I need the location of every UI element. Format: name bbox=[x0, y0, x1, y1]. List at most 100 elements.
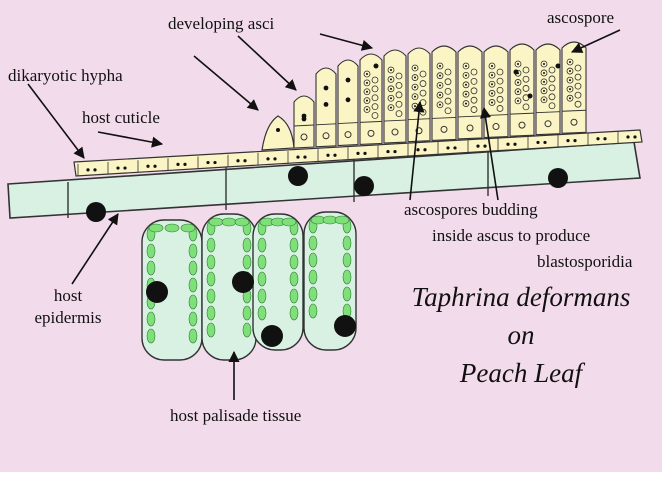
chloroplast bbox=[243, 238, 251, 252]
chloroplast bbox=[147, 244, 155, 258]
chloroplast bbox=[222, 218, 236, 226]
ascospore-nucleus bbox=[439, 84, 441, 86]
hypha-nucleus bbox=[326, 154, 329, 157]
ascospore-nucleus bbox=[465, 84, 467, 86]
chloroplast bbox=[207, 238, 215, 252]
ascus-nucleus bbox=[346, 97, 351, 102]
hypha-nucleus bbox=[393, 150, 396, 153]
ascospore-nucleus bbox=[390, 97, 392, 99]
hypha-nucleus bbox=[183, 163, 186, 166]
ascospore-nucleus bbox=[569, 88, 571, 90]
label-ascospore: ascospore bbox=[547, 8, 614, 28]
ascospore-nucleus bbox=[414, 67, 416, 69]
label-host-epidermis-line2: epidermis bbox=[24, 308, 112, 328]
ascospore-nucleus bbox=[569, 79, 571, 81]
chloroplast bbox=[189, 278, 197, 292]
label-host-palisade-tissue: host palisade tissue bbox=[170, 406, 301, 426]
chloroplast bbox=[189, 244, 197, 258]
ascus-nucleus bbox=[528, 94, 533, 99]
ascospore-nucleus bbox=[414, 96, 416, 98]
epidermis-nucleus bbox=[548, 168, 568, 188]
chloroplast bbox=[335, 216, 349, 224]
hypha-nucleus bbox=[303, 155, 306, 158]
chloroplast bbox=[147, 312, 155, 326]
epidermis-nucleus bbox=[354, 176, 374, 196]
hypha-nucleus bbox=[176, 163, 179, 166]
ascus-nucleus bbox=[276, 128, 280, 132]
chloroplast bbox=[243, 255, 251, 269]
hypha-nucleus bbox=[536, 141, 539, 144]
ascospore-nucleus bbox=[414, 86, 416, 88]
ascospore-nucleus bbox=[569, 61, 571, 63]
ascus bbox=[316, 68, 336, 147]
ascospore-nucleus bbox=[390, 88, 392, 90]
bottom-margin bbox=[0, 472, 662, 497]
palisade-nucleus bbox=[334, 315, 356, 337]
ascospore-nucleus bbox=[439, 75, 441, 77]
ascospore-nucleus bbox=[491, 83, 493, 85]
hypha-nucleus bbox=[386, 150, 389, 153]
chloroplast bbox=[207, 306, 215, 320]
ascus-nucleus bbox=[346, 78, 351, 83]
chloroplast bbox=[207, 255, 215, 269]
hypha-nucleus bbox=[213, 161, 216, 164]
hypha-nucleus bbox=[603, 137, 606, 140]
hypha-nucleus bbox=[483, 144, 486, 147]
hypha-nucleus bbox=[123, 166, 126, 169]
ascus-nucleus bbox=[302, 117, 307, 122]
hypha-nucleus bbox=[116, 166, 119, 169]
chloroplast bbox=[189, 329, 197, 343]
title-line-3: Peach Leaf bbox=[380, 358, 662, 390]
chloroplast bbox=[258, 255, 266, 269]
hypha-nucleus bbox=[626, 135, 629, 138]
hypha-nucleus bbox=[363, 152, 366, 155]
label-host-cuticle: host cuticle bbox=[82, 108, 160, 128]
hypha-nucleus bbox=[93, 168, 96, 171]
chloroplast bbox=[181, 224, 195, 232]
ascospore-nucleus bbox=[569, 70, 571, 72]
ascospore-nucleus bbox=[465, 65, 467, 67]
palisade-nucleus bbox=[261, 325, 283, 347]
hypha-nucleus bbox=[566, 139, 569, 142]
ascospore-nucleus bbox=[569, 97, 571, 99]
host-palisade-tissue bbox=[142, 212, 356, 360]
chloroplast bbox=[290, 306, 298, 320]
ascospore-nucleus bbox=[543, 72, 545, 74]
label-ascospores-budding-line1: ascospores budding bbox=[404, 200, 538, 220]
ascospore-nucleus bbox=[543, 81, 545, 83]
label-ascospores-budding-line3: blastosporidia bbox=[537, 252, 632, 272]
chloroplast bbox=[165, 224, 179, 232]
ascospore-nucleus bbox=[465, 103, 467, 105]
chloroplast bbox=[149, 224, 163, 232]
ascospore-nucleus bbox=[491, 101, 493, 103]
hypha-nucleus bbox=[596, 137, 599, 140]
ascospore-nucleus bbox=[366, 108, 368, 110]
chloroplast bbox=[189, 295, 197, 309]
hypha-nucleus bbox=[543, 141, 546, 144]
hypha-nucleus bbox=[356, 152, 359, 155]
chloroplast bbox=[343, 253, 351, 267]
label-ascospores-budding-line2: inside ascus to produce bbox=[432, 226, 590, 246]
hypha-nucleus bbox=[296, 155, 299, 158]
ascus-nucleus bbox=[324, 86, 329, 91]
ascospore-nucleus bbox=[517, 81, 519, 83]
chloroplast bbox=[243, 306, 251, 320]
hypha-nucleus bbox=[146, 165, 149, 168]
chloroplast bbox=[343, 287, 351, 301]
title-line-2: on bbox=[380, 320, 662, 352]
ascospore-nucleus bbox=[390, 69, 392, 71]
hypha-nucleus bbox=[236, 159, 239, 162]
chloroplast bbox=[189, 261, 197, 275]
ascus bbox=[338, 60, 358, 146]
hypha-nucleus bbox=[476, 144, 479, 147]
hypha-nucleus bbox=[416, 148, 419, 151]
palisade-nucleus bbox=[146, 281, 168, 303]
ascospore-nucleus bbox=[517, 63, 519, 65]
hypha-nucleus bbox=[633, 135, 636, 138]
hypha-nucleus bbox=[153, 165, 156, 168]
ascospore-nucleus bbox=[517, 100, 519, 102]
hypha-nucleus bbox=[453, 146, 456, 149]
hypha-nucleus bbox=[446, 146, 449, 149]
ascospore-nucleus bbox=[439, 65, 441, 67]
